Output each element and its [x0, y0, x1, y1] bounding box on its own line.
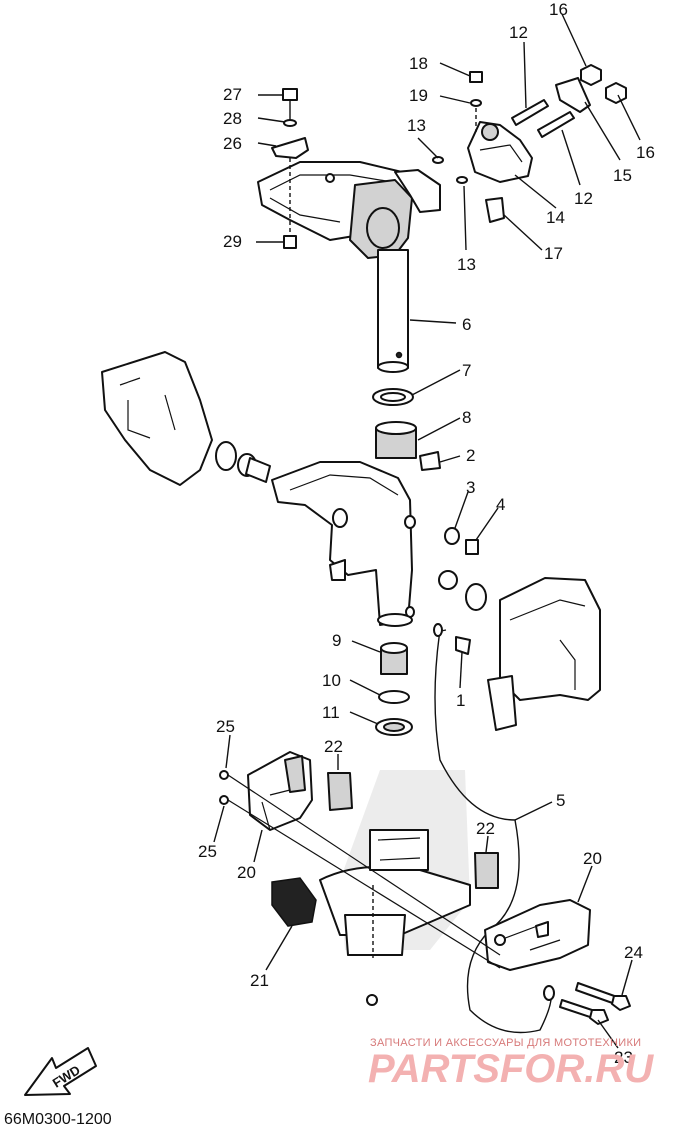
callout-28: 28	[223, 109, 242, 128]
seal-11	[375, 718, 413, 736]
washer-7	[372, 388, 414, 406]
callout-9: 9	[332, 631, 341, 650]
callout-23: 23	[614, 1048, 633, 1067]
callout-1: 1	[456, 691, 465, 710]
callout-22-left: 22	[324, 737, 343, 756]
steering-shaft	[377, 249, 409, 373]
mount-22-left	[327, 772, 353, 811]
watermark-tagline: ЗАПЧАСТИ И АКСЕССУАРЫ ДЛЯ МОТОТЕХНИКИ	[370, 1037, 641, 1049]
bushing-9	[380, 642, 408, 675]
callout-15: 15	[613, 166, 632, 185]
callout-25-bottom: 25	[198, 842, 217, 861]
callout-16-top: 16	[549, 0, 568, 19]
callout-12-right: 12	[574, 189, 593, 208]
pins-12	[511, 99, 575, 138]
swivel-seal-left	[215, 441, 271, 483]
callout-12-top: 12	[509, 23, 528, 42]
plugs-3-4	[438, 527, 487, 611]
diagram-code: 66M0300-1200	[4, 1111, 112, 1128]
callout-20-left: 20	[237, 863, 256, 882]
callout-13-bottom: 13	[457, 255, 476, 274]
callout-3: 3	[466, 478, 475, 497]
callout-8: 8	[462, 408, 471, 427]
callout-24: 24	[624, 943, 643, 962]
callout-10: 10	[322, 671, 341, 690]
callout-26: 26	[223, 134, 242, 153]
callout-27: 27	[223, 85, 242, 104]
lower-mount-20-right	[484, 899, 591, 971]
watermark-logo: PARTSFOR.RU	[368, 1047, 654, 1091]
callout-5: 5	[556, 791, 565, 810]
leader-lines	[213, 13, 641, 1049]
callout-4: 4	[496, 495, 505, 514]
callout-19: 19	[409, 86, 428, 105]
mount-22-right	[474, 852, 499, 889]
callout-14: 14	[546, 208, 565, 227]
friction-bracket-14	[432, 121, 533, 223]
callout-20-right: 20	[583, 849, 602, 868]
callout-29: 29	[223, 232, 242, 251]
callout-7: 7	[462, 361, 471, 380]
swivel-bracket-ghost	[101, 351, 601, 731]
callout-18: 18	[409, 54, 428, 73]
o-ring-10	[378, 690, 410, 704]
bolts-24-23	[366, 982, 631, 1025]
callout-22-right: 22	[476, 819, 495, 838]
bushing-8	[375, 421, 441, 471]
callout-25-top: 25	[216, 717, 235, 736]
callout-17: 17	[544, 244, 563, 263]
assembly-axis-b	[227, 799, 501, 969]
swivel-bracket	[271, 461, 416, 627]
lower-mount-20-left	[219, 751, 429, 871]
steering-bracket	[257, 161, 441, 259]
plate-15-nuts-16	[469, 64, 627, 132]
callout-13-top: 13	[407, 116, 426, 135]
ground-lead-5	[433, 623, 555, 1034]
callout-11: 11	[322, 703, 340, 722]
callout-21: 21	[250, 971, 269, 990]
bolt-27	[271, 88, 309, 249]
callout-2: 2	[466, 446, 475, 465]
fwd-arrow-icon: FWD	[24, 1047, 97, 1096]
assembly-axis-a	[227, 774, 501, 956]
callout-6: 6	[462, 315, 471, 334]
clamp-21	[271, 877, 317, 927]
callout-16-right: 16	[636, 143, 655, 162]
